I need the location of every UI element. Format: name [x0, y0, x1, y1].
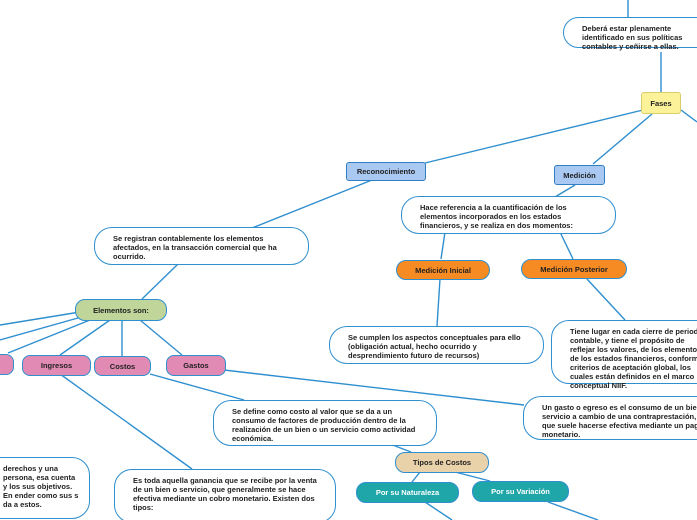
- gastos-node[interactable]: Gastos: [166, 355, 226, 376]
- connector: [59, 319, 111, 356]
- connector: [251, 179, 373, 229]
- aspectos-conceptuales-note: Se cumplen los aspectos conceptuales par…: [329, 326, 544, 364]
- connector: [7, 317, 96, 354]
- connector: [424, 501, 453, 520]
- ingreso-definicion-note: Es toda aquella ganancia que se recibe p…: [114, 469, 336, 520]
- gasto-definicion-note: Un gasto o egreso es el consumo de un bi…: [523, 396, 697, 440]
- connector: [680, 109, 697, 123]
- connector: [440, 231, 446, 260]
- ingresos-node[interactable]: Ingresos: [22, 355, 91, 376]
- connector: [559, 231, 574, 260]
- connector: [547, 501, 599, 520]
- cuantificacion-note: Hace referencia a la cuantificación de l…: [401, 196, 616, 234]
- politicas-contables-note: Deberá estar plenamente identificado en …: [563, 17, 697, 51]
- reconocimiento-node[interactable]: Reconocimiento: [346, 162, 426, 181]
- por-su-variacion-node[interactable]: Por su Variación: [472, 481, 569, 502]
- connector: [141, 263, 179, 300]
- connector: [59, 373, 193, 470]
- connector: [149, 373, 245, 401]
- connector: [436, 278, 441, 327]
- tipos-de-costos-node[interactable]: Tipos de Costos: [395, 452, 489, 473]
- cierre-periodo-note: Tiene lugar en cada cierre de periodo co…: [551, 320, 697, 390]
- connector: [424, 109, 644, 164]
- elementos-son-node[interactable]: Elementos son:: [75, 299, 167, 321]
- connector: [454, 471, 491, 482]
- fases-node[interactable]: Fases: [641, 92, 681, 114]
- medicion-posterior-node[interactable]: Medición Posterior: [521, 259, 627, 279]
- connector: [139, 319, 183, 356]
- derechos-note: derechos y una persona, esa cuenta y los…: [0, 457, 90, 519]
- medicion-inicial-node[interactable]: Medición Inicial: [396, 260, 490, 280]
- registran-elementos-note: Se registran contablemente los elementos…: [94, 227, 309, 265]
- connector: [411, 471, 421, 483]
- connector: [0, 311, 81, 326]
- connector: [554, 184, 576, 198]
- connector: [0, 315, 86, 341]
- connector: [586, 278, 626, 321]
- connector: [223, 369, 525, 406]
- medicion-node[interactable]: Medición: [554, 165, 605, 185]
- costo-definicion-note: Se define como costo al valor que se da …: [213, 400, 437, 446]
- connector: [592, 113, 653, 165]
- costos-node[interactable]: Costos: [94, 356, 151, 376]
- partial-element-node[interactable]: [0, 354, 14, 375]
- por-su-naturaleza-node[interactable]: Por su Naturaleza: [356, 482, 459, 503]
